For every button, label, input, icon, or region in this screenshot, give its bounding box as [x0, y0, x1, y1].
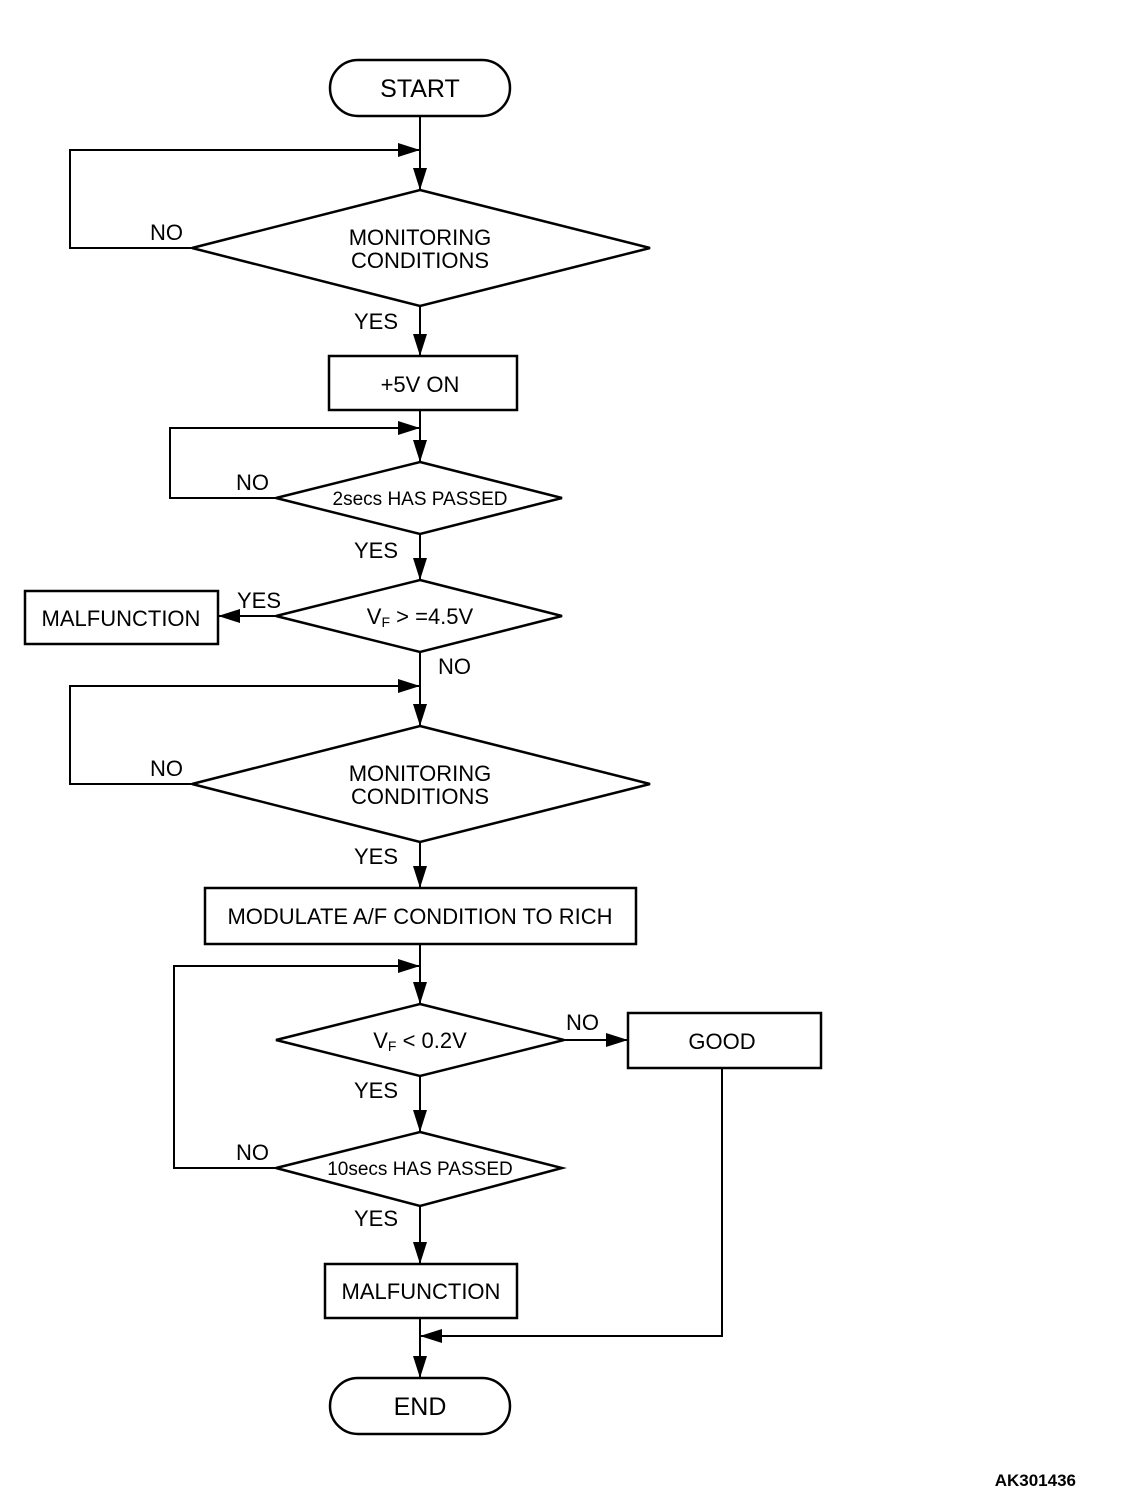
process-modulate-af-condition: MODULATE A/F CONDITION TO RICH [203, 886, 638, 946]
end-node: END [328, 1376, 512, 1436]
label-no-monitoring-1: NO [150, 220, 183, 245]
malfunction-1-label: MALFUNCTION [42, 606, 201, 631]
loop-monitoring-2-no [69, 685, 420, 785]
process-malfunction-2: MALFUNCTION [323, 1262, 519, 1320]
monitoring-1-line2: CONDITIONS [351, 248, 489, 273]
arrowhead-loop-2 [398, 421, 420, 435]
arrowhead-to-end [413, 1356, 427, 1378]
process-malfunction-1: MALFUNCTION [23, 589, 220, 646]
ten-secs-label: 10secs HAS PASSED [327, 1159, 513, 1180]
decision-2secs-has-passed: 2secs HAS PASSED [275, 460, 563, 536]
label-no-10secs: NO [236, 1140, 269, 1165]
label-yes-monitoring-2: YES [354, 844, 398, 869]
label-yes-monitoring-1: YES [354, 309, 398, 334]
process-good: GOOD [626, 1011, 823, 1070]
figure-id: AK301436 [995, 1471, 1076, 1490]
loop-monitoring-1-no [69, 149, 420, 249]
label-no-2secs: NO [236, 470, 269, 495]
arrowhead-to-monitoring-2 [413, 704, 427, 726]
arrowheads [218, 143, 628, 1378]
arrowhead-to-monitoring-1 [413, 168, 427, 190]
vf-lt-suffix: < 0.2V [396, 1028, 467, 1053]
end-label: END [394, 1393, 447, 1421]
connector-good-to-end [420, 1068, 723, 1337]
monitoring-2-line1: MONITORING [349, 761, 492, 786]
label-yes-vf-lt: YES [354, 1078, 398, 1103]
arrowhead-to-modulate [413, 866, 427, 888]
arrowhead-to-10secs [413, 1110, 427, 1132]
vf-lt-subscript: F [388, 1038, 397, 1054]
decision-vf-lt-0-2v: VF < 0.2V [275, 1002, 565, 1078]
label-no-monitoring-2: NO [150, 756, 183, 781]
vf-lt-label: VF < 0.2V [373, 1028, 467, 1054]
label-yes-vf-ge: YES [237, 588, 281, 613]
monitoring-1-line1: MONITORING [349, 225, 492, 250]
vf-lt-prefix: V [373, 1028, 388, 1053]
arrowhead-to-good [606, 1033, 628, 1047]
arrowhead-to-malfunction-2 [413, 1242, 427, 1264]
decision-10secs-has-passed: 10secs HAS PASSED [275, 1130, 567, 1208]
branch-labels: NO YES NO YES YES NO NO YES NO YES NO YE… [150, 220, 599, 1231]
arrowhead-to-2secs [413, 440, 427, 462]
monitoring-2-line2: CONDITIONS [351, 784, 489, 809]
loop-10secs-no [173, 965, 420, 1169]
start-label: START [380, 75, 460, 103]
label-yes-10secs: YES [354, 1206, 398, 1231]
arrowhead-loop-1 [398, 143, 420, 157]
decision-monitoring-conditions-2: MONITORING CONDITIONS [191, 724, 651, 844]
arrowhead-to-vf-ge [413, 558, 427, 580]
decision-monitoring-conditions-1: MONITORING CONDITIONS [191, 188, 651, 308]
decision-vf-ge-4-5v: VF > =4.5V [275, 578, 563, 654]
start-node: START [328, 58, 512, 118]
vf-ge-prefix: V [367, 604, 382, 629]
arrowhead-to-vf-lt [413, 982, 427, 1004]
malfunction-2-label: MALFUNCTION [342, 1279, 501, 1304]
modulate-label: MODULATE A/F CONDITION TO RICH [227, 904, 612, 929]
vf-ge-label: VF > =4.5V [367, 604, 474, 630]
process-plus5v-on: +5V ON [327, 354, 519, 412]
label-no-vf-lt: NO [566, 1010, 599, 1035]
vf-ge-suffix: > =4.5V [390, 604, 474, 629]
label-yes-2secs: YES [354, 538, 398, 563]
arrowhead-to-malfunction-1 [218, 609, 240, 623]
arrowhead-good-to-end [420, 1329, 442, 1343]
arrowhead-loop-4 [398, 959, 420, 973]
connector-lines [69, 116, 723, 1378]
plus5v-on-label: +5V ON [381, 372, 460, 397]
two-secs-label: 2secs HAS PASSED [333, 489, 508, 510]
loop-2secs-no [169, 427, 420, 499]
good-label: GOOD [688, 1029, 755, 1054]
arrowhead-loop-3 [398, 679, 420, 693]
label-no-vf-ge: NO [438, 654, 471, 679]
arrowhead-to-plus5v [413, 334, 427, 356]
vf-ge-subscript: F [381, 614, 390, 630]
